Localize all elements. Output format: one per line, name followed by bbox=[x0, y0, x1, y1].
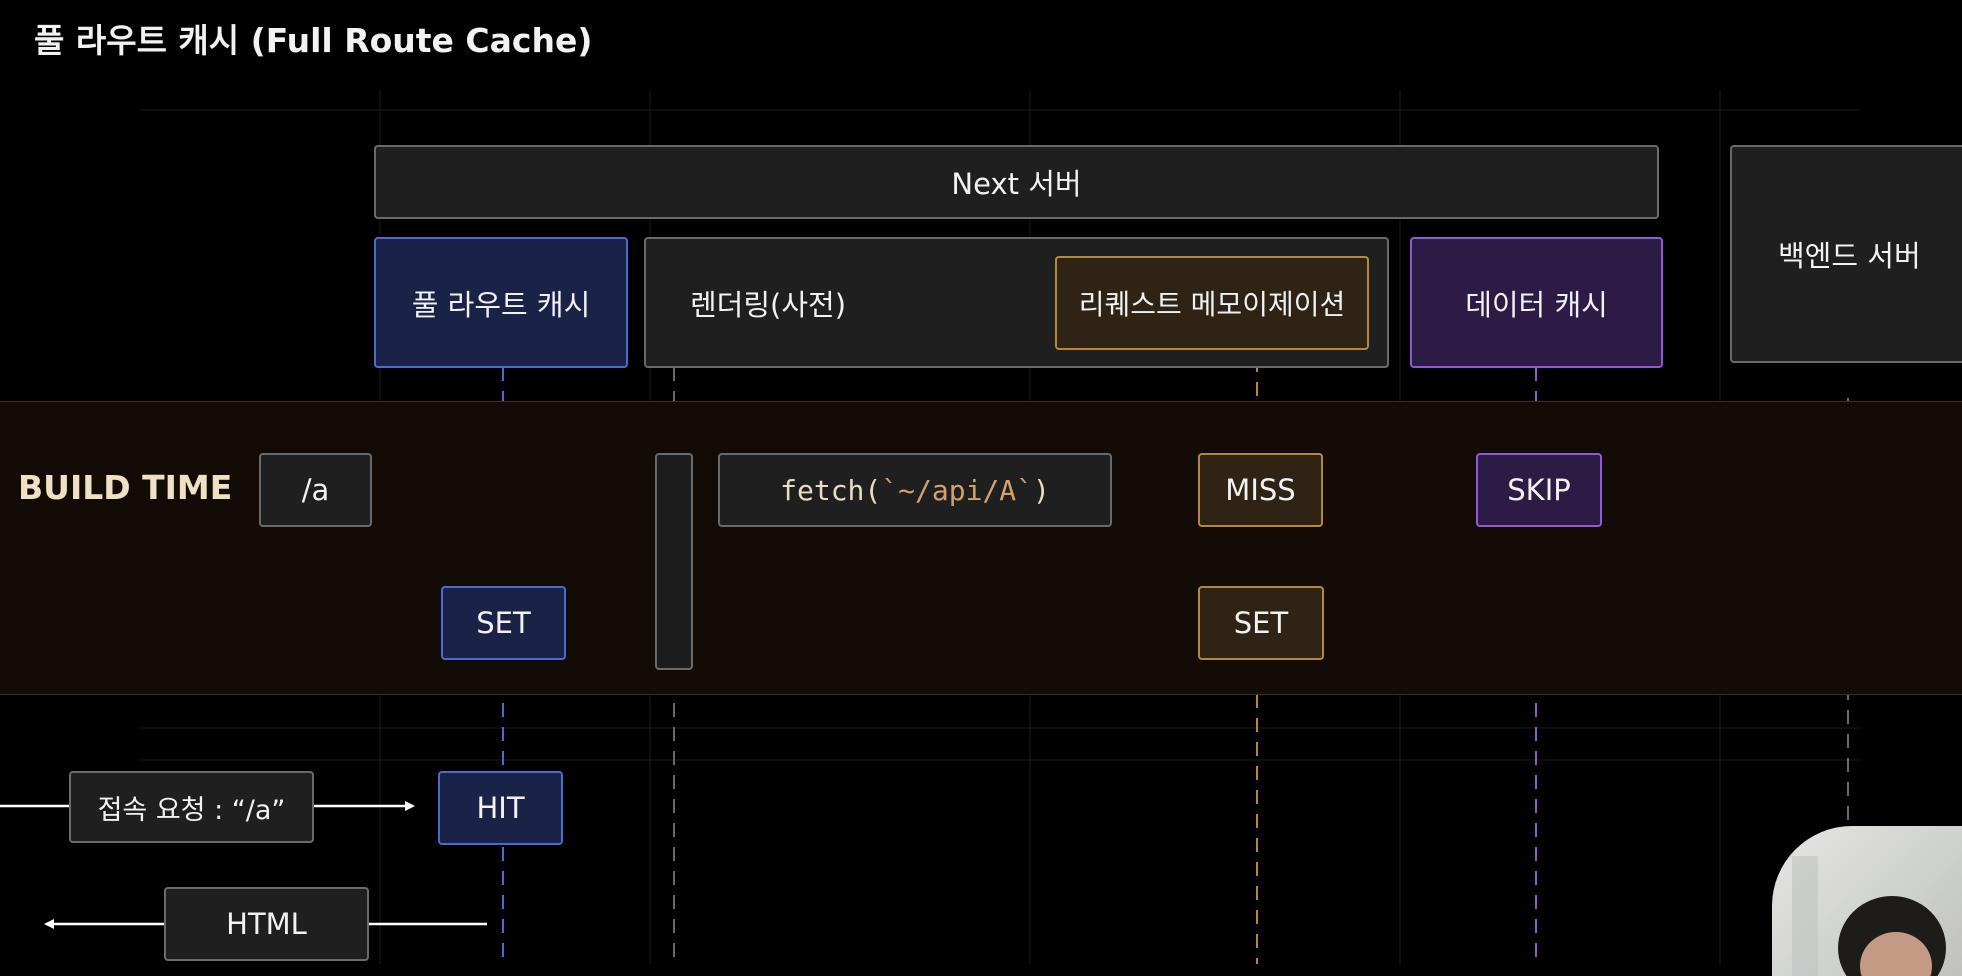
render-activation-bar bbox=[655, 453, 693, 670]
full-route-cache-header: 풀 라우트 캐시 bbox=[374, 237, 628, 368]
build-time-label: BUILD TIME bbox=[18, 468, 233, 507]
fetch-suffix: ) bbox=[1033, 473, 1050, 507]
route-node: /a bbox=[259, 453, 372, 527]
fetch-argument: `~/api/A` bbox=[881, 473, 1033, 507]
hit-node: HIT bbox=[438, 771, 563, 845]
data-cache-header: 데이터 캐시 bbox=[1410, 237, 1663, 368]
backend-server-header: 백엔드 서버 bbox=[1730, 145, 1962, 363]
rendering-label: 렌더링(사전) bbox=[690, 287, 847, 322]
request-node: 접속 요청 : “/a” bbox=[69, 771, 314, 843]
full-route-cache-label: 풀 라우트 캐시 bbox=[411, 287, 591, 322]
request-label: 접속 요청 : “/a” bbox=[97, 794, 286, 826]
html-label: HTML bbox=[226, 907, 307, 941]
request-memo-header: 리퀘스트 메모이제이션 bbox=[1055, 256, 1369, 350]
build-time-band bbox=[0, 401, 1962, 695]
miss-label: MISS bbox=[1225, 473, 1296, 507]
data-cache-label: 데이터 캐시 bbox=[1465, 287, 1608, 322]
page-title: 풀 라우트 캐시 (Full Route Cache) bbox=[34, 21, 593, 60]
request-memo-label: 리퀘스트 메모이제이션 bbox=[1078, 288, 1346, 321]
presenter-video bbox=[1772, 826, 1962, 976]
fetch-node: fetch(`~/api/A`) bbox=[718, 453, 1112, 527]
set-full-route-label: SET bbox=[476, 606, 531, 640]
hit-label: HIT bbox=[476, 791, 525, 825]
presenter-silhouette bbox=[1792, 856, 1946, 976]
next-server-label: Next 서버 bbox=[951, 167, 1082, 201]
skip-node: SKIP bbox=[1476, 453, 1602, 527]
skip-label: SKIP bbox=[1507, 473, 1571, 507]
set-memo-node: SET bbox=[1198, 586, 1324, 660]
next-server-header: Next 서버 bbox=[374, 145, 1659, 219]
backend-server-label: 백엔드 서버 bbox=[1778, 239, 1921, 273]
miss-node: MISS bbox=[1198, 453, 1323, 527]
set-full-route-node: SET bbox=[441, 586, 566, 660]
route-label: /a bbox=[301, 473, 330, 507]
fetch-prefix: fetch( bbox=[780, 473, 882, 507]
fetch-code: fetch(`~/api/A`) bbox=[780, 474, 1050, 507]
html-node: HTML bbox=[164, 887, 369, 961]
set-memo-label: SET bbox=[1233, 606, 1289, 640]
